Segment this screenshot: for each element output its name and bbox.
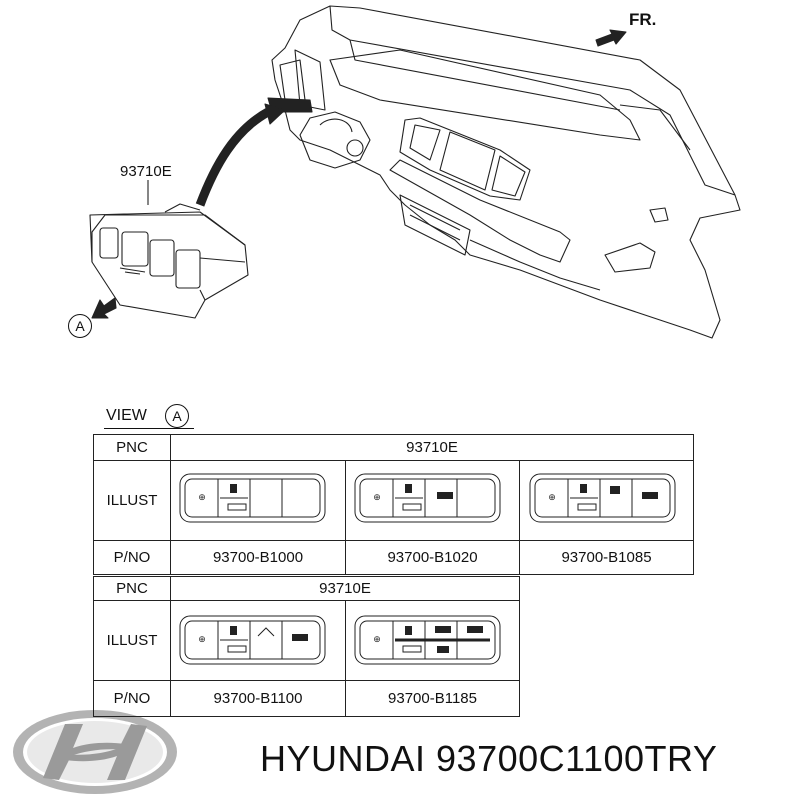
pnc-header: PNC (93, 576, 171, 601)
pno-header: P/NO (93, 540, 171, 575)
illust-header: ILLUST (93, 460, 171, 541)
center-display (399, 117, 531, 201)
pnc-value: 93710E (170, 434, 694, 461)
illust-cell (519, 460, 694, 541)
part-number: 93700-B1085 (519, 540, 694, 575)
illust-cell (345, 600, 520, 681)
pnc-value: 93710E (170, 576, 520, 601)
part-number: 93700-B1000 (170, 540, 346, 575)
hyundai-logo-icon (13, 710, 177, 794)
part-callout-label: 93710E (120, 163, 172, 180)
front-direction-label: FR. (629, 10, 657, 29)
parts-table-1: PNC 93710E ILLUST P/NO 93700-B1000 93700… (93, 434, 694, 575)
illust-cell (345, 460, 520, 541)
part-number: 93700-B1020 (345, 540, 520, 575)
view-a-marker: A (165, 404, 189, 428)
dashboard-outline (271, 5, 741, 339)
brand-part-number: HYUNDAI 93700C1100TRY (260, 738, 718, 779)
pno-header: P/NO (93, 680, 171, 717)
part-number: 93700-B1100 (170, 680, 346, 717)
pnc-header: PNC (93, 434, 171, 461)
part-number: 93700-B1185 (345, 680, 520, 717)
view-label: VIEW (106, 407, 147, 424)
view-a-callout: A (68, 314, 92, 338)
illust-cell (170, 460, 346, 541)
front-arrow (595, 29, 627, 47)
illust-header: ILLUST (93, 600, 171, 681)
illust-cell (170, 600, 346, 681)
view-arrow (91, 297, 117, 319)
view-underline (104, 428, 194, 429)
parts-table-2: PNC 93710E ILLUST P/NO 93700-B1100 93700… (93, 576, 520, 717)
